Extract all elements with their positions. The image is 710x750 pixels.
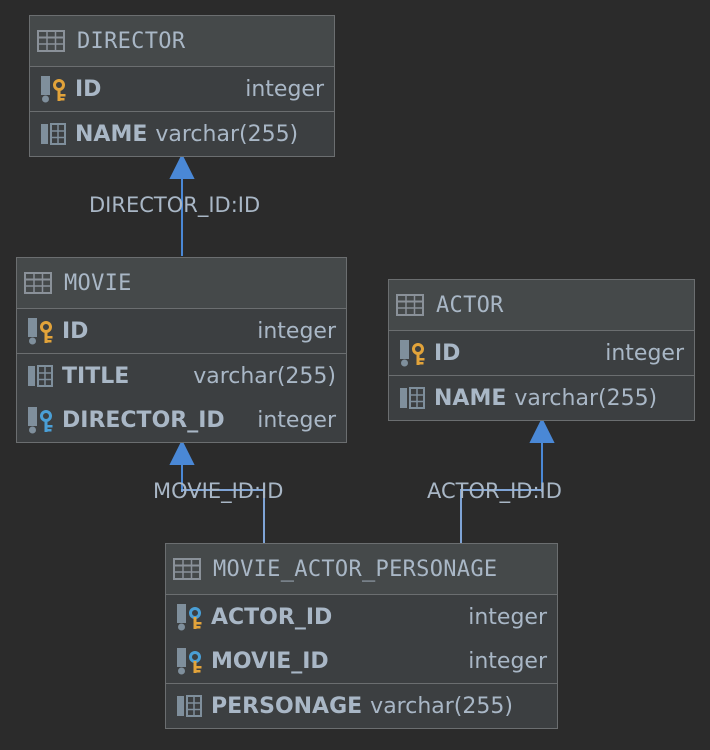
relation-arrow-movie — [169, 439, 195, 465]
column-name: MOVIE_ID — [211, 648, 329, 674]
columns-section: PERSONAGE varchar(255) — [166, 683, 557, 728]
primary-foreign-key-icon — [175, 646, 207, 676]
table-icon — [24, 272, 52, 294]
columns-section: NAME varchar(255) — [389, 375, 694, 420]
table-header[interactable]: MOVIE_ACTOR_PERSONAGE — [166, 544, 557, 595]
primary-foreign-key-icon — [175, 602, 207, 632]
table-actor[interactable]: ACTOR ID integer NAME varchar(255) — [388, 279, 695, 421]
table-header[interactable]: DIRECTOR — [30, 16, 334, 67]
table-name: MOVIE — [64, 270, 132, 296]
table-name: MOVIE_ACTOR_PERSONAGE — [213, 556, 498, 582]
column-name: TITLE — [62, 363, 130, 389]
pk-section: ID integer — [30, 67, 334, 111]
table-name: DIRECTOR — [77, 28, 186, 54]
relation-arrow-actor — [529, 417, 555, 443]
column-name: NAME — [75, 121, 148, 147]
column-type: varchar(255) — [193, 363, 336, 389]
table-icon — [37, 30, 65, 52]
column-name: ID — [62, 318, 89, 344]
column-row[interactable]: DIRECTOR_ID integer — [17, 398, 346, 442]
column-type: integer — [605, 340, 684, 366]
table-director[interactable]: DIRECTOR ID integer NAME varchar(255) — [29, 15, 335, 157]
column-row[interactable]: PERSONAGE varchar(255) — [166, 684, 557, 728]
relation-arrow-director — [169, 153, 195, 179]
column-row[interactable]: MOVIE_ID integer — [166, 639, 557, 683]
column-type: integer — [468, 648, 547, 674]
pk-section: ID integer — [389, 331, 694, 375]
pk-section: ACTOR_ID integer MOVIE_ID integer — [166, 595, 557, 683]
column-name: ACTOR_ID — [211, 604, 333, 630]
column-icon — [175, 693, 207, 719]
table-movie-actor-personage[interactable]: MOVIE_ACTOR_PERSONAGE ACTOR_ID integer M… — [165, 543, 558, 729]
table-header[interactable]: ACTOR — [389, 280, 694, 331]
table-icon — [396, 294, 424, 316]
foreign-key-icon — [26, 405, 58, 435]
column-type: varchar(255) — [514, 385, 658, 411]
column-row[interactable]: TITLE varchar(255) — [17, 354, 346, 398]
relation-label-movie: MOVIE_ID:ID — [153, 479, 284, 503]
column-type: integer — [245, 76, 324, 102]
relation-connector-actor — [460, 489, 543, 543]
column-icon — [26, 363, 58, 389]
column-type: varchar(255) — [370, 693, 513, 719]
table-icon — [173, 558, 201, 580]
column-row[interactable]: NAME varchar(255) — [30, 112, 334, 156]
table-header[interactable]: MOVIE — [17, 258, 346, 309]
column-icon — [39, 121, 71, 147]
column-type: integer — [468, 604, 547, 630]
column-row[interactable]: ID integer — [30, 67, 334, 111]
column-type: integer — [257, 407, 336, 433]
column-row[interactable]: ID integer — [389, 331, 694, 375]
column-icon — [398, 385, 430, 411]
column-name: DIRECTOR_ID — [62, 407, 225, 433]
column-row[interactable]: ID integer — [17, 309, 346, 353]
column-row[interactable]: ACTOR_ID integer — [166, 595, 557, 639]
primary-key-icon — [398, 338, 430, 368]
relation-label-actor: ACTOR_ID:ID — [427, 479, 562, 503]
relation-connector-movie — [181, 489, 265, 543]
column-name: ID — [75, 76, 102, 102]
column-name: PERSONAGE — [211, 693, 363, 719]
relation-label-director: DIRECTOR_ID:ID — [89, 193, 261, 217]
column-type: varchar(255) — [155, 121, 299, 147]
column-name: ID — [434, 340, 461, 366]
column-row[interactable]: NAME varchar(255) — [389, 376, 694, 420]
column-type: integer — [257, 318, 336, 344]
column-name: NAME — [434, 385, 507, 411]
columns-section: NAME varchar(255) — [30, 111, 334, 156]
primary-key-icon — [26, 316, 58, 346]
table-movie[interactable]: MOVIE ID integer TITLE varchar(255) DIRE… — [16, 257, 347, 443]
table-name: ACTOR — [436, 292, 504, 318]
primary-key-icon — [39, 74, 71, 104]
pk-section: ID integer — [17, 309, 346, 353]
columns-section: TITLE varchar(255) DIRECTOR_ID integer — [17, 353, 346, 442]
